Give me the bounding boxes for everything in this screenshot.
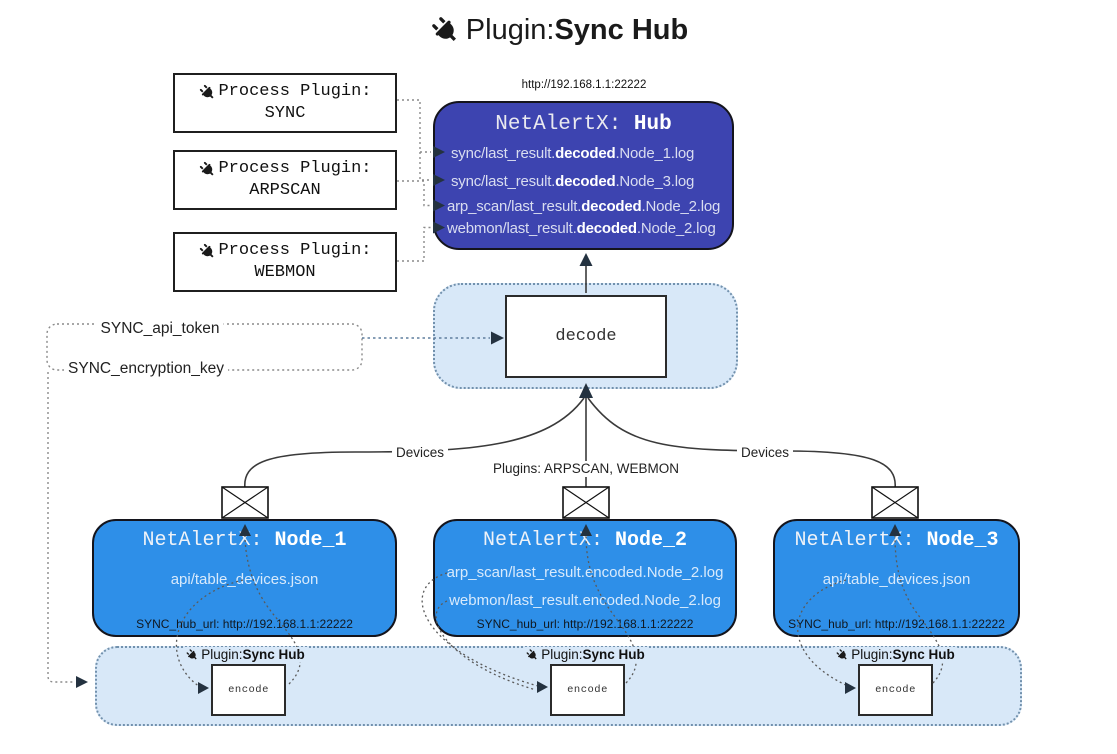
- node-file: api/table_devices.json: [822, 571, 971, 588]
- plug-icon: [431, 17, 456, 42]
- envelope-icon: [871, 486, 919, 519]
- plug-icon: [836, 648, 847, 659]
- node-title: NetAlertX: Node_1: [142, 529, 347, 552]
- decode-box: decode: [505, 295, 667, 378]
- plug-icon: [200, 243, 215, 258]
- config-encryption-key-label: SYNC_encryption_key: [64, 361, 228, 377]
- hub-title-name: Hub: [633, 113, 672, 136]
- title-prefix: Plugin:: [465, 14, 555, 46]
- edge-label-plugins: Plugins: ARPSCAN, WEBMON: [488, 461, 684, 477]
- encode-label: encode: [875, 684, 916, 696]
- plug-icon: [526, 648, 537, 659]
- process-plugin-box-arpscan: Process Plugin: ARPSCAN: [173, 150, 397, 210]
- band-plugin-label: Plugin: Sync Hub: [523, 647, 647, 662]
- arrow-into-band-icon: [76, 676, 88, 688]
- wire-webmon-to-hub: [397, 226, 431, 262]
- node-file: api/table_devices.json: [170, 571, 319, 588]
- decode-label: decode: [555, 327, 617, 346]
- node-1-box: NetAlertX: Node_1 api/table_devices.json…: [92, 519, 397, 637]
- process-plugin-label: Process Plugin:: [218, 159, 372, 178]
- wire-sync-to-hub-2: [419, 152, 431, 181]
- encode-label: encode: [228, 684, 269, 696]
- node-file: arp_scan/last_result.encoded.Node_2.log: [446, 564, 724, 581]
- process-plugin-name: WEBMON: [254, 263, 316, 282]
- hub-url-label: http://192.168.1.1:22222: [521, 79, 647, 91]
- hub-title: NetAlertX: Hub: [435, 113, 732, 136]
- process-plugin-name: ARPSCAN: [249, 181, 321, 200]
- plug-icon: [200, 84, 215, 99]
- page-title: Plugin: Sync Hub: [0, 14, 1117, 47]
- wire-sync-to-hub: [397, 99, 431, 153]
- node-file: webmon/last_result.encoded.Node_2.log: [449, 592, 721, 609]
- hub-box: NetAlertX: Hub sync/last_result.decoded.…: [433, 101, 734, 250]
- hub-log-line: arp_scan/last_result.decoded.Node_2.log: [447, 198, 721, 215]
- node-title: NetAlertX: Node_3: [794, 529, 999, 552]
- encode-box-3: encode: [858, 664, 933, 716]
- encode-label: encode: [567, 684, 608, 696]
- node-2-box: NetAlertX: Node_2 arp_scan/last_result.e…: [433, 519, 737, 637]
- node-hub-url: SYNC_hub_url: http://192.168.1.1:22222: [136, 617, 353, 631]
- plug-icon: [200, 161, 215, 176]
- envelope-icon: [562, 486, 610, 519]
- wire-secrets-to-band: [47, 372, 75, 683]
- node-hub-url: SYNC_hub_url: http://192.168.1.1:22222: [476, 617, 694, 631]
- plug-icon: [186, 648, 197, 659]
- hub-log-line: webmon/last_result.decoded.Node_2.log: [447, 220, 716, 237]
- process-plugin-name: SYNC: [264, 104, 306, 123]
- wire-arpscan-to-hub: [397, 180, 431, 207]
- envelope-icon: [221, 486, 269, 519]
- arrow-up-into-hub-icon: [579, 253, 593, 266]
- node-title: NetAlertX: Node_2: [482, 529, 688, 552]
- hub-log-line: sync/last_result.decoded.Node_3.log: [451, 173, 695, 190]
- hub-title-prefix: NetAlertX:: [495, 113, 634, 136]
- process-plugin-label: Process Plugin:: [218, 82, 372, 101]
- encode-box-2: encode: [550, 664, 625, 716]
- encode-box-1: encode: [211, 664, 286, 716]
- config-api-token-label: SYNC_api_token: [96, 321, 224, 337]
- band-plugin-label: Plugin: Sync Hub: [183, 647, 307, 662]
- process-plugin-box-sync: Process Plugin: SYNC: [173, 73, 397, 133]
- process-plugin-label: Process Plugin:: [218, 241, 372, 260]
- band-plugin-label: Plugin: Sync Hub: [833, 647, 957, 662]
- node-3-box: NetAlertX: Node_3 api/table_devices.json…: [773, 519, 1020, 637]
- node-hub-url: SYNC_hub_url: http://192.168.1.1:22222: [788, 617, 1005, 631]
- process-plugin-box-webmon: Process Plugin: WEBMON: [173, 232, 397, 292]
- hub-log-line: sync/last_result.decoded.Node_1.log: [451, 145, 695, 162]
- edge-label-devices-left: Devices: [391, 445, 449, 461]
- edge-label-devices-right: Devices: [736, 445, 794, 461]
- title-name: Sync Hub: [554, 14, 689, 46]
